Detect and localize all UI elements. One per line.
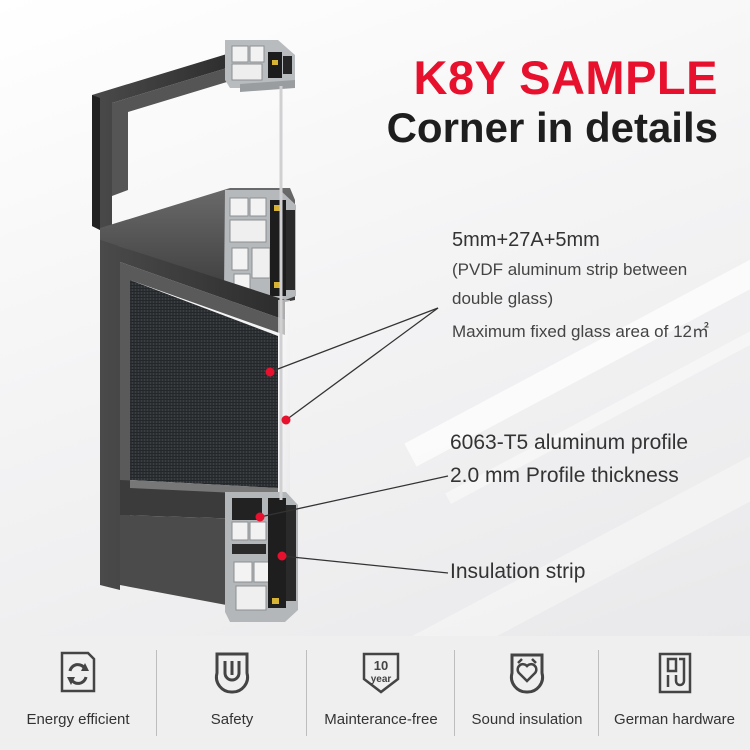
divider <box>306 650 307 736</box>
badge-unit: year <box>371 674 392 685</box>
feature-german-hardware: German hardware <box>599 636 750 750</box>
glass-note: double glass) <box>452 289 554 308</box>
sound-heart-icon <box>509 653 545 694</box>
thickness-spec: 2.0 mm Profile thickness <box>450 464 679 487</box>
feature-label: Energy efficient <box>26 711 130 728</box>
feature-label: German hardware <box>614 711 735 728</box>
feature-label: Safety <box>210 711 254 728</box>
callout-dots <box>255 367 291 561</box>
screen-mesh <box>130 280 278 488</box>
feature-safety: Safety <box>157 636 307 750</box>
profile-spec: 6063-T5 aluminum profile <box>450 431 689 454</box>
insulation-spec: Insulation strip <box>450 560 586 583</box>
callout-lines <box>259 307 449 574</box>
feature-label: Sound insulation <box>471 711 583 728</box>
feature-maintenance-free: 10 year Mainterance-free <box>307 636 455 750</box>
window-handle-icon <box>658 652 691 694</box>
window-corner-illustration <box>92 40 449 622</box>
product-hero: K8Y SAMPLE Corner in details 5mm+27A+5mm… <box>0 0 750 636</box>
feature-bar: Energy efficient Safety 10 year Maintera… <box>0 636 750 750</box>
divider <box>454 650 455 736</box>
divider <box>598 650 599 736</box>
bottom-profile-section <box>225 492 298 622</box>
glass-area-note: Maximum fixed glass area of 12㎡ <box>452 322 709 341</box>
glass-spec: 5mm+27A+5mm <box>452 229 600 251</box>
feature-sound-insulation: Sound insulation <box>455 636 599 750</box>
top-profile-section <box>225 40 295 92</box>
product-subtitle: Corner in details <box>386 104 718 151</box>
glass-note: (PVDF aluminum strip between <box>452 260 688 279</box>
divider <box>156 650 157 736</box>
feature-label: Mainterance-free <box>324 711 438 728</box>
recycle-arrows-icon <box>60 651 96 693</box>
ten-year-badge-icon: 10 year <box>362 652 400 694</box>
shield-lock-icon <box>214 652 250 694</box>
badge-number: 10 <box>374 658 388 673</box>
feature-energy-efficient: Energy efficient <box>0 636 156 750</box>
product-title: K8Y SAMPLE <box>413 51 718 104</box>
